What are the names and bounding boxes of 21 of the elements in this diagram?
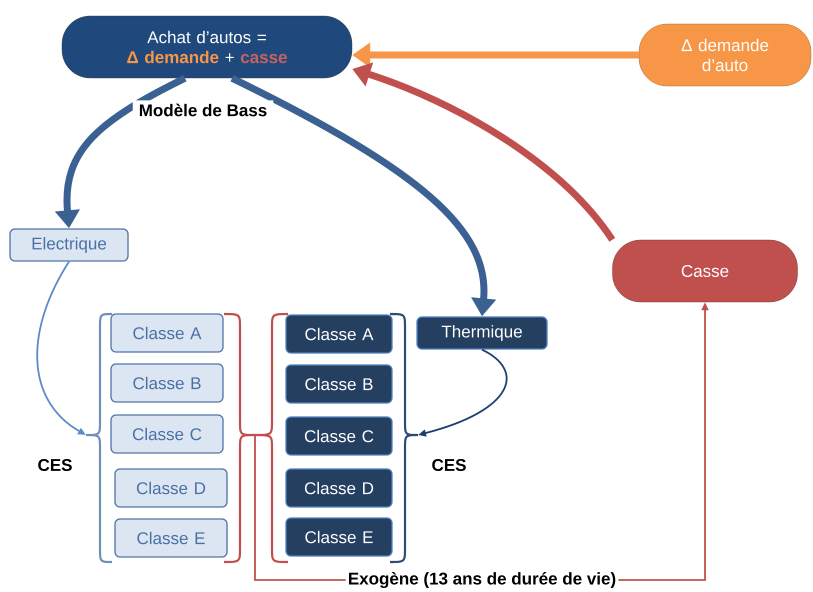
class-box: Classe C: [110, 414, 224, 454]
brace: [390, 312, 420, 564]
class-box: Thermique: [416, 316, 548, 350]
class-box: Classe B: [110, 363, 224, 403]
brace: [224, 312, 288, 564]
note-text: Exogène (13 ans de durée de vie): [346, 570, 618, 590]
label-text: CES: [432, 458, 466, 472]
class-box: Classe B: [285, 364, 393, 404]
class-box: Classe C: [285, 416, 393, 456]
rounded-box: Δ demande d’auto: [638, 24, 812, 86]
class-box: Classe A: [285, 314, 393, 354]
rounded-box: Casse: [612, 240, 798, 302]
label-text: CES: [38, 458, 72, 472]
class-box: Classe D: [285, 468, 393, 508]
brace: [84, 312, 112, 564]
class-box: Electrique: [9, 228, 129, 262]
label-text: Modèle de Bass: [132, 100, 274, 120]
class-box: Classe A: [110, 313, 224, 353]
class-box: Classe E: [114, 518, 228, 558]
class-box: Classe E: [285, 517, 393, 557]
class-box: Classe D: [114, 468, 228, 508]
